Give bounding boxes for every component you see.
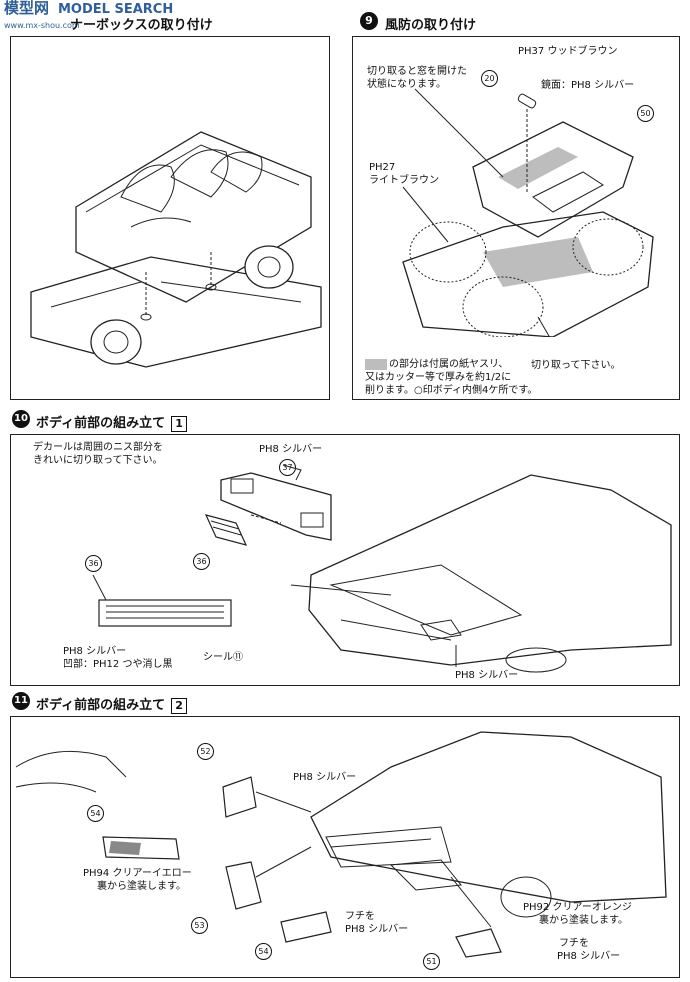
note-sand-2: 又はカッター等で厚みを約1/2に: [365, 372, 512, 383]
note-sand-1: の部分は付属の紙ヤスリ、: [389, 359, 509, 370]
step10-title: ボディ前部の組み立て 1: [36, 412, 188, 432]
part-36b: 36: [85, 555, 102, 572]
label-seal: シール⑪: [203, 652, 243, 663]
shade-swatch: [365, 359, 387, 370]
step11-box-number: 2: [171, 698, 188, 714]
label-cut-window-2: 状態になります。: [367, 79, 446, 90]
part-37: 37: [279, 459, 296, 476]
step9-title: 風防の取り付け: [385, 18, 477, 33]
part-54a: 54: [87, 805, 104, 822]
step10-number: 10: [12, 410, 30, 428]
step10-box-number: 1: [171, 416, 188, 432]
label-back-paint: 裏から塗装します。: [97, 881, 186, 892]
part-52: 52: [197, 743, 214, 760]
step11-number: 11: [12, 692, 30, 710]
label-silver-top: PH8 シルバー: [259, 444, 323, 455]
windshield-body-illustration: [402, 88, 654, 337]
step10-title-text: ボディ前部の組み立て: [36, 416, 166, 431]
step11-title-text: ボディ前部の組み立て: [36, 698, 166, 713]
part-20: 20: [481, 70, 498, 87]
label-silver-body: PH8 シルバー: [455, 670, 519, 681]
label-mirror-silver: 鏡面：PH8 シルバー: [541, 80, 635, 91]
step8-panel: [10, 36, 330, 400]
step11-panel: 52 54 53 54 51 PH8 シルバー PH94 クリアーイエロー 裏か…: [10, 716, 680, 978]
label-edge-2: フチを: [559, 938, 589, 949]
watermark-url: www.mx-shou.com: [4, 21, 80, 30]
step9-number: 9: [360, 12, 378, 30]
label-wood-brown: PH37 ウッドブラウン: [518, 46, 618, 57]
label-cut-off: 切り取って下さい。: [531, 360, 621, 371]
label-edge: フチを: [345, 911, 375, 922]
step9-panel: PH37 ウッドブラウン 切り取ると窓を開けた 状態になります。 鏡面：PH8 …: [352, 36, 680, 400]
watermark-logo: 模型网 MODEL SEARCH www.mx-shou.com: [0, 0, 173, 32]
label-light-brown: ライトブラウン: [369, 175, 439, 186]
part-54b: 54: [255, 943, 272, 960]
label-back-paint-2: 裏から塗装します。: [539, 915, 628, 926]
watermark-brand: MODEL SEARCH: [58, 2, 174, 17]
front-body-illustration-2: [15, 731, 667, 958]
front-body-illustration-1: [92, 464, 672, 673]
label-silver-52: PH8 シルバー: [293, 772, 357, 783]
note-sand-3: 削ります。○印ボディ内側4ケ所です。: [365, 385, 538, 396]
label-cut-window: 切り取ると窓を開けた: [367, 66, 467, 77]
label-clear-orange: PH92 クリアーオレンジ: [523, 902, 632, 913]
label-edge-silver-2: PH8 シルバー: [557, 951, 621, 962]
step11-title: ボディ前部の組み立て 2: [36, 694, 188, 714]
part-36a: 36: [193, 553, 210, 570]
step8-title: ナーボックスの取り付け: [70, 18, 213, 33]
part-50: 50: [637, 105, 654, 122]
label-edge-silver: PH8 シルバー: [345, 924, 409, 935]
step10-panel: デカールは周囲のニス部分を きれいに切り取って下さい。 PH8 シルバー 37 …: [10, 434, 680, 686]
decal-note-2: きれいに切り取って下さい。: [33, 455, 163, 466]
label-silver-grille: PH8 シルバー: [63, 646, 127, 657]
interior-chassis-illustration: [30, 131, 322, 368]
watermark-chinese: 模型网: [4, 0, 50, 17]
label-clear-yellow: PH94 クリアーイエロー: [83, 868, 192, 879]
part-51: 51: [423, 953, 440, 970]
label-matte-black: 凹部：PH12 つや消し黒: [63, 659, 173, 670]
part-53: 53: [191, 917, 208, 934]
decal-note-1: デカールは周囲のニス部分を: [33, 442, 163, 453]
label-light-brown-code: PH27: [369, 162, 396, 173]
